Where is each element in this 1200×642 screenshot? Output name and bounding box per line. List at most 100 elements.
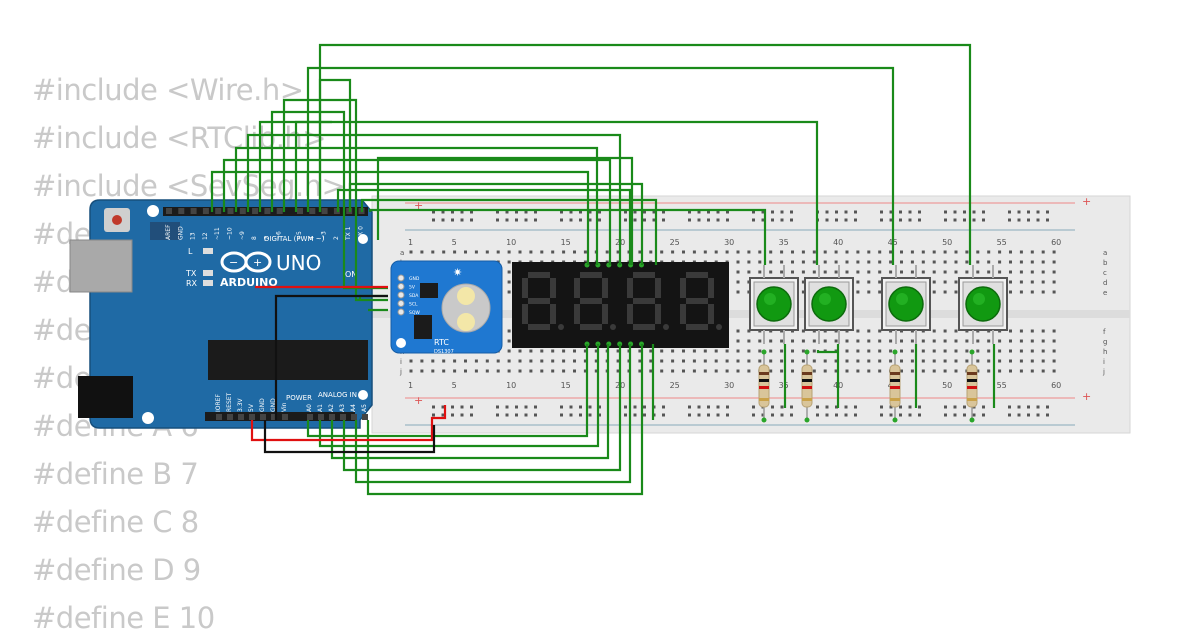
arduino-pin[interactable]	[166, 208, 172, 214]
wire	[360, 198, 658, 265]
arduino-pin-label: A0	[306, 404, 313, 412]
column-number: 5	[452, 381, 457, 390]
column-number: 35	[779, 381, 789, 390]
rail-plus-label-bottom: +	[414, 394, 423, 407]
row-letter: j	[399, 368, 402, 376]
rtc-pin[interactable]	[397, 308, 405, 316]
column-number: 5	[452, 238, 457, 247]
arduino-pin[interactable]	[190, 208, 197, 214]
arduino-pin[interactable]	[329, 414, 335, 420]
arduino-pin[interactable]	[297, 208, 303, 214]
wire	[318, 344, 600, 448]
arduino-pin[interactable]	[282, 414, 288, 420]
column-number: 1	[408, 381, 413, 390]
code-background: #include <Wire.h>#include <RTClib.h>#inc…	[32, 66, 346, 642]
arduino-pin[interactable]	[309, 208, 316, 214]
arduino-pin[interactable]	[215, 208, 222, 214]
column-number: 30	[724, 238, 734, 247]
arduino-pin-label: 13	[190, 232, 197, 240]
column-number: 40	[833, 238, 843, 247]
l-led	[203, 248, 213, 254]
l-led-label: L	[188, 247, 193, 256]
board-label: UNO	[276, 251, 321, 275]
arduino-pin[interactable]	[276, 208, 283, 214]
arduino-pin[interactable]	[340, 414, 346, 420]
column-number: 55	[997, 238, 1007, 247]
push-button-4[interactable]	[958, 265, 1008, 344]
column-number: 15	[561, 238, 571, 247]
arduino-pin[interactable]	[202, 208, 209, 214]
arduino-pin[interactable]	[239, 208, 246, 214]
resistors	[758, 349, 978, 423]
arduino-pin-label: 5V	[248, 403, 255, 412]
column-number: 30	[724, 381, 734, 390]
arduino-pin[interactable]	[227, 414, 233, 420]
brand-label: ARDUINO	[220, 276, 278, 289]
arduino-pin[interactable]	[351, 414, 357, 420]
arduino-pin-label: GND	[259, 398, 266, 412]
rtc-pin[interactable]	[397, 300, 405, 307]
wire	[816, 350, 838, 354]
row-letter: a	[400, 249, 404, 257]
arduino-pin[interactable]	[178, 208, 185, 214]
adafruit-star-icon: ✷	[453, 266, 462, 279]
arduino-pin[interactable]	[362, 414, 368, 420]
code-line: #include <RTClib.h>	[32, 121, 327, 155]
arduino-pin-label: IOREF	[215, 394, 222, 412]
push-button-1[interactable]	[749, 265, 799, 344]
arduino-pin[interactable]	[260, 414, 266, 420]
rtc-chip-label: DS1307	[434, 349, 454, 355]
row-letter: j	[1102, 368, 1105, 376]
arduino-pin[interactable]	[252, 208, 259, 214]
column-number: 25	[670, 381, 680, 390]
arduino-pin-label: A1	[317, 404, 324, 412]
rx-label: RX	[186, 279, 198, 288]
column-number: 35	[779, 238, 789, 247]
rtc-pin[interactable]	[397, 283, 405, 290]
arduino-pin[interactable]	[249, 414, 255, 420]
arduino-pin-label: ~11	[214, 227, 221, 240]
wire	[376, 156, 634, 265]
arduino-pin[interactable]	[238, 414, 244, 420]
arduino-pin[interactable]	[318, 414, 324, 420]
analog-label: ANALOG IN	[318, 391, 357, 399]
rtc-pin-label: GND	[409, 276, 420, 282]
usb-port	[69, 239, 133, 293]
arduino-pin-label: GND	[270, 398, 277, 412]
push-button-3[interactable]	[881, 265, 931, 344]
column-number: 1	[408, 238, 413, 247]
push-button-2[interactable]	[804, 265, 854, 344]
svg-text:+: +	[253, 256, 262, 269]
arduino-pin[interactable]	[264, 208, 271, 214]
arduino-pin-label: 2	[333, 236, 340, 240]
arduino-pin[interactable]	[271, 414, 277, 420]
arduino-pin-label: 7	[263, 236, 270, 240]
wire	[368, 208, 767, 265]
code-line: #define D 9	[32, 553, 201, 587]
wire	[263, 420, 436, 454]
row-letter: f	[1103, 328, 1106, 336]
rtc-pin[interactable]	[397, 274, 405, 282]
column-number: 50	[942, 381, 952, 390]
arduino-pin-label: ~10	[227, 227, 234, 240]
column-number: 10	[506, 381, 516, 390]
row-letter: h	[1103, 348, 1107, 356]
row-letter: i	[1103, 358, 1105, 366]
wires	[210, 43, 996, 496]
arduino-pin[interactable]	[321, 208, 328, 214]
svg-text:−: −	[229, 256, 238, 269]
arduino-pin-label: Vin	[281, 402, 288, 412]
arduino-pin[interactable]	[307, 414, 313, 420]
code-line: #define E 10	[32, 601, 215, 635]
rtc-pin[interactable]	[397, 291, 405, 299]
arduino-uno: DIGITAL (PWM ~) POWER ANALOG IN L TX RX …	[69, 199, 373, 429]
arduino-pin[interactable]	[216, 414, 222, 420]
row-letter: a	[1103, 249, 1107, 257]
arduino-pin-label: ~5	[296, 231, 303, 240]
arduino-logo: − +	[220, 251, 272, 273]
arduino-pin-label: ~6	[276, 231, 283, 240]
code-line: #define C 8	[32, 505, 199, 539]
arduino-pin[interactable]	[227, 208, 234, 214]
